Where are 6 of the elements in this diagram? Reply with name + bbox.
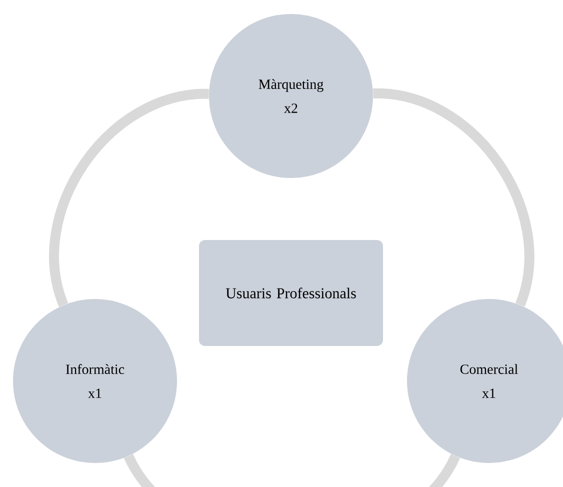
label-box: Usuaris Professionals [199,240,383,346]
ring-arc [124,453,460,487]
ring-arc [372,88,534,306]
circle-node: Informàtic x1 [13,298,177,463]
circle-node: Màrqueting x2 [209,14,373,178]
ring-arc [49,88,210,306]
